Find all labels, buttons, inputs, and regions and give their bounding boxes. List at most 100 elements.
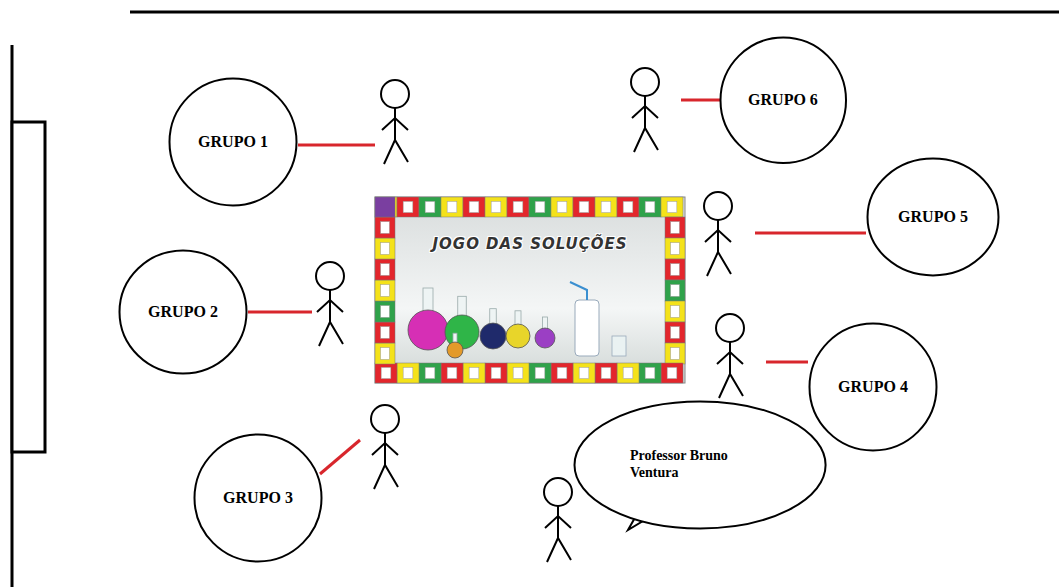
board-cell [665,280,685,301]
board-card [667,201,677,212]
stick-head [371,405,399,433]
red-leader [320,440,360,474]
node-ellipse [170,79,297,206]
group-circle: GRUPO 1 [168,77,298,207]
board-cell [441,197,463,217]
flask-body [447,342,463,358]
board-card [623,201,633,212]
group-label: GRUPO 4 [838,378,908,396]
stick-body [729,342,731,374]
board-card [535,367,545,378]
board-card [671,264,680,276]
board-cell [665,259,685,280]
board-cell [419,363,441,383]
board-card [671,285,680,297]
board-card [469,367,479,378]
board-card [491,201,501,212]
group-circle: GRUPO 4 [808,322,938,452]
flask-body [408,310,448,350]
board-cell [529,197,551,217]
stick-body [394,108,396,140]
node-ellipse [195,435,322,562]
stick-arms [632,106,658,118]
stick-arms [317,300,343,312]
board-card [381,222,390,234]
board-cell [529,363,551,383]
speech-text: Professor Bruno Ventura [630,448,770,482]
board-card [425,367,435,378]
group-circle: GRUPO 3 [193,433,323,563]
board-card [425,201,435,212]
board-cell [665,238,685,259]
board-corner [375,197,395,217]
board-card [557,367,567,378]
board-card [381,285,390,297]
group-circle: GRUPO 6 [719,36,848,165]
board-card [671,327,680,339]
node-ellipse [120,251,247,374]
flasks [408,282,626,358]
game-board [375,197,685,383]
board-cell [441,363,463,383]
stick-legs [374,465,398,489]
group-label: GRUPO 2 [148,303,218,321]
small-bottle [612,336,626,356]
board-cell [551,197,573,217]
board-card [645,367,655,378]
board-card [671,243,680,255]
wall-line [130,11,1059,14]
node-ellipse [868,159,999,276]
board-card [601,367,611,378]
red-leader [755,232,866,235]
board-card [381,243,390,255]
board-cell [485,363,507,383]
stick-body [717,220,719,252]
board-cell [665,301,685,322]
board-cell [485,197,507,217]
board-cell [375,197,397,217]
flask-body [506,324,530,348]
stick-body [557,506,559,538]
board-card [381,264,390,276]
board-card [513,201,523,212]
board-card [381,367,391,378]
board-card [381,348,390,360]
board-cell [375,280,395,301]
stick-legs [634,128,658,152]
board-card [447,367,457,378]
stick-arms [372,443,398,455]
board-cell [375,259,395,280]
board-cell [665,343,685,364]
wash-bottle [575,300,599,356]
board-card [579,201,589,212]
board-cell [617,363,639,383]
blackboard [12,122,45,452]
board-card [381,327,390,339]
group-label: GRUPO 5 [898,208,968,226]
board-cell [375,322,395,343]
board-card [671,222,680,234]
board-cell [661,197,683,217]
board-cell [397,363,419,383]
board-cell [639,363,661,383]
group-label: GRUPO 3 [223,489,293,507]
board-card [671,306,680,318]
board-cell [595,363,617,383]
stick-legs [719,374,743,398]
wash-bottle-spout [570,282,587,300]
board-title: JOGO DAS SOLUÇÕES [433,235,628,253]
node-ellipse [810,324,937,451]
stick-arms [545,516,571,528]
red-leader [766,361,808,364]
board-card [491,367,501,378]
board-card [601,201,611,212]
group-circle: GRUPO 2 [118,249,248,375]
board-card [535,201,545,212]
board-cell [551,363,573,383]
flask-body [535,328,555,348]
board-card [403,201,413,212]
board-card [645,201,655,212]
board-cell [617,197,639,217]
stick-head [704,192,732,220]
